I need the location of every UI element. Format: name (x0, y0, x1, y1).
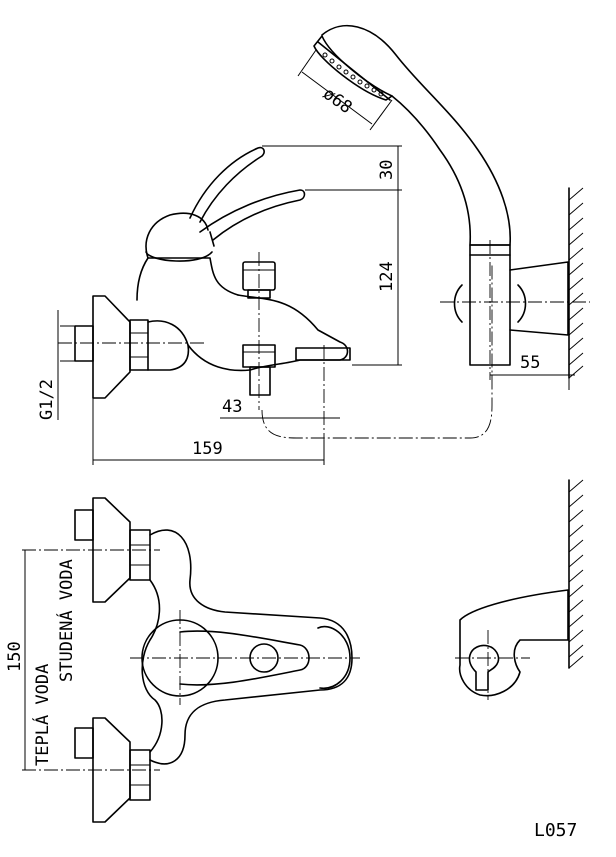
dim-axis-distance: 150 (5, 641, 25, 672)
mixer-side-view (58, 146, 493, 440)
dimension-labels: ø68 30 124 55 G1/2 43 159 150 (5, 84, 540, 672)
dim-spout-height: 124 (377, 261, 397, 292)
hand-shower (313, 24, 590, 380)
dim-lever-offset: 30 (377, 160, 397, 180)
wall-hatch-upper (568, 187, 584, 379)
wall-hatch-lower (568, 479, 584, 669)
label-hot-water: TEPLÁ VODA (31, 664, 53, 766)
dim-holder-offset: 55 (520, 353, 540, 373)
dim-total-length: 159 (192, 439, 223, 459)
drawing-code: L057 (534, 820, 577, 841)
dim-thread-size: G1/2 (37, 379, 57, 420)
dimension-lines (24, 49, 575, 770)
label-cold-water: STUDENÁ VODA (55, 559, 77, 682)
holder-top-view (455, 589, 569, 700)
water-labels: STUDENÁ VODA TEPLÁ VODA (31, 559, 77, 766)
dim-spout-offset: 43 (222, 397, 242, 417)
mixer-top-view (22, 497, 360, 823)
spray-holes (322, 52, 384, 97)
